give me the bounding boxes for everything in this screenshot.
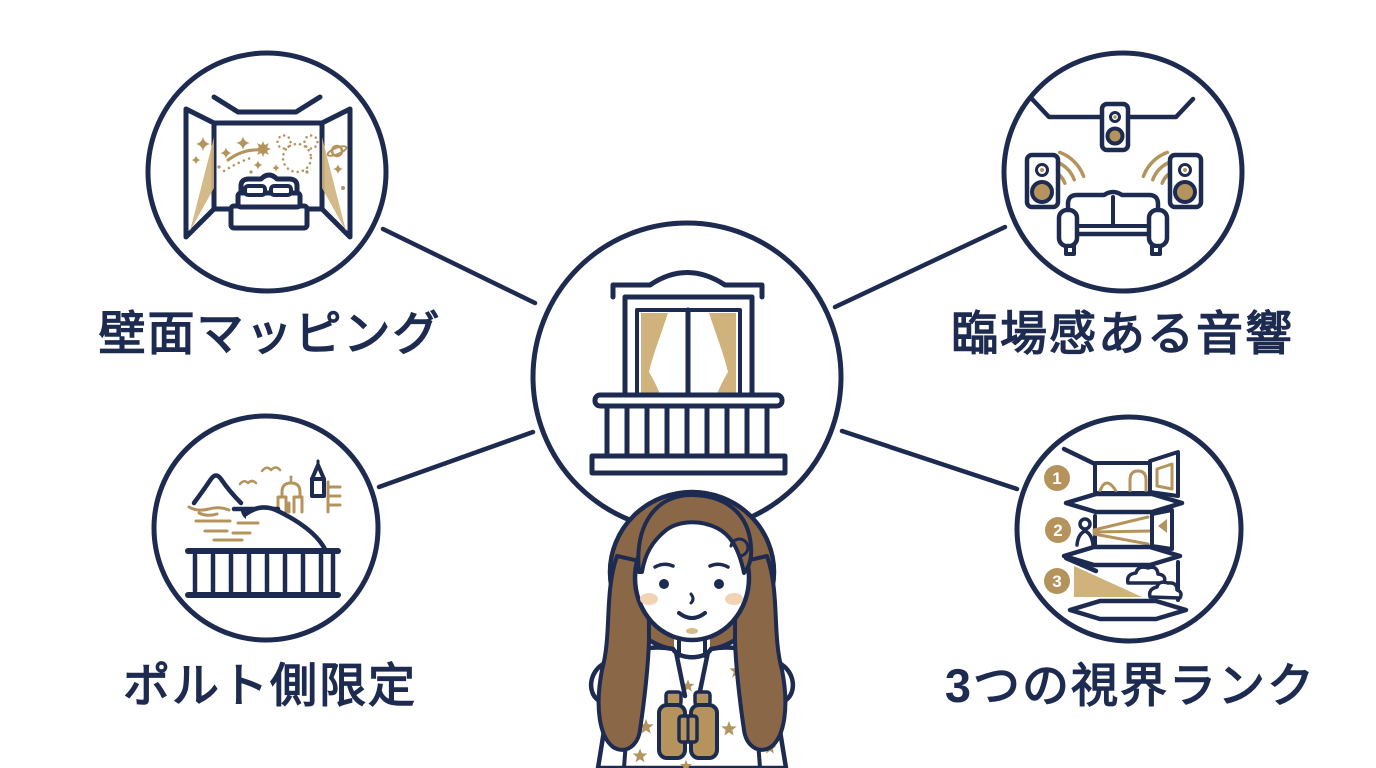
right-speaker-icon bbox=[1167, 152, 1204, 210]
nose bbox=[689, 592, 695, 605]
saturn-ring bbox=[326, 145, 348, 157]
floor-slab-1 bbox=[1063, 491, 1185, 515]
headland-fill bbox=[246, 507, 326, 551]
rank-number-2: 2 bbox=[1053, 521, 1062, 540]
dotted-mickey-head bbox=[281, 142, 313, 174]
connector-bottom-left bbox=[376, 429, 536, 490]
balcony-railing bbox=[185, 548, 341, 598]
stacked-view-ranks-icon: 1 2 3 bbox=[1044, 446, 1189, 622]
shooting-star bbox=[226, 148, 261, 162]
ceiling-lines bbox=[211, 94, 323, 115]
person-body bbox=[1075, 529, 1095, 547]
balcony-window-icon bbox=[589, 270, 788, 476]
eye-right bbox=[714, 579, 724, 589]
blocked-view-beam bbox=[1074, 566, 1142, 597]
binocular-strap bbox=[673, 649, 711, 699]
cloud-1 bbox=[1125, 565, 1167, 585]
view-level-2 bbox=[1075, 508, 1174, 551]
curtain-right bbox=[709, 313, 736, 398]
birds bbox=[238, 466, 282, 486]
feature-label-view-ranks: 3つの視界ランク bbox=[944, 659, 1317, 712]
view-level-3 bbox=[1063, 555, 1183, 602]
bed-icon bbox=[228, 172, 310, 231]
connector-lines bbox=[376, 224, 1020, 492]
dotted-mickey-ear-right bbox=[303, 134, 319, 150]
shoreline bbox=[187, 505, 231, 517]
porto-harbor-view-icon bbox=[185, 459, 342, 598]
projection-mapped-bedroom-icon bbox=[183, 94, 353, 240]
connector-top-right bbox=[832, 224, 1008, 310]
feature-label-wall-mapping: 壁面マッピング bbox=[98, 307, 442, 360]
binoculars-icon bbox=[657, 690, 719, 760]
star-trail-dots bbox=[222, 155, 256, 173]
person-head bbox=[1078, 517, 1092, 531]
feature-label-immersive-audio: 臨場感ある音響 bbox=[951, 307, 1294, 360]
rank-number-1: 1 bbox=[1052, 469, 1061, 488]
rank-badge-2 bbox=[1045, 517, 1071, 543]
right-light-beam bbox=[322, 137, 346, 231]
rank-badges: 1 2 3 bbox=[1044, 465, 1071, 594]
sofa-icon bbox=[1056, 189, 1170, 256]
pediment-arch bbox=[610, 270, 765, 300]
rank-badge-3 bbox=[1044, 568, 1070, 594]
bangs bbox=[636, 493, 754, 575]
mountain bbox=[191, 473, 244, 506]
connector-bottom-right bbox=[839, 428, 1020, 492]
rank-number-3: 3 bbox=[1052, 572, 1061, 591]
chin-shade bbox=[686, 628, 698, 634]
left-speaker-icon bbox=[1024, 152, 1061, 210]
floor-slab-2 bbox=[1061, 544, 1183, 568]
eyebrows bbox=[653, 562, 730, 569]
balcony-railing bbox=[589, 392, 788, 476]
rank-badge-1 bbox=[1044, 465, 1070, 491]
neck-lines bbox=[677, 638, 707, 658]
surround-speakers-sofa-icon bbox=[1024, 96, 1204, 256]
eye-left bbox=[659, 579, 669, 589]
floor-slab-3 bbox=[1067, 598, 1189, 622]
ceiling-lines bbox=[1029, 96, 1196, 120]
smile bbox=[677, 611, 707, 620]
center-speaker-icon bbox=[1099, 101, 1131, 153]
girl-with-binoculars bbox=[588, 489, 796, 768]
blush-left bbox=[640, 593, 658, 605]
hair-curl bbox=[729, 537, 750, 558]
curtain-left bbox=[641, 313, 668, 398]
cloud-2 bbox=[1147, 580, 1183, 600]
view-level-1 bbox=[1061, 446, 1180, 498]
projected-stars bbox=[191, 134, 348, 190]
dotted-mickey-ear-left bbox=[276, 134, 292, 150]
feature-circle-view-ranks bbox=[1014, 414, 1244, 644]
city-skyline bbox=[276, 459, 342, 514]
water-lines bbox=[194, 519, 260, 542]
blush-right bbox=[725, 593, 743, 605]
pillow-right bbox=[269, 184, 293, 197]
feature-label-porto-side: ポルト側限定 bbox=[123, 659, 417, 712]
tower-body bbox=[310, 477, 326, 498]
headland bbox=[243, 505, 329, 554]
pillow-left bbox=[243, 184, 267, 197]
connector-top-left bbox=[380, 226, 538, 306]
left-light-beam bbox=[190, 137, 214, 231]
